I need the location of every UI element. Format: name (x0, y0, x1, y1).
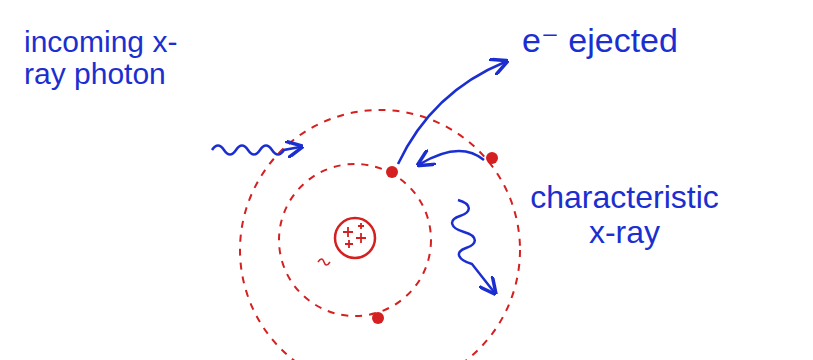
ejection-label: e⁻ ejected (522, 22, 752, 59)
characteristic-xray-arrow (452, 200, 494, 292)
emission-label: characteristic x-ray (522, 180, 727, 249)
electron-inner-vacancy (386, 166, 398, 178)
ejection-arrow (398, 62, 505, 164)
orbit-mark (318, 259, 330, 265)
transition-arrow (420, 151, 484, 164)
incoming-photon-arrow (212, 146, 300, 155)
inner-orbit (279, 164, 431, 316)
electron-inner (372, 312, 384, 324)
nucleus (335, 218, 375, 258)
electron-outer (486, 152, 498, 164)
outer-orbit (240, 110, 520, 360)
nucleus-protons (343, 223, 366, 248)
photon-label: incoming x-ray photon (24, 26, 204, 91)
